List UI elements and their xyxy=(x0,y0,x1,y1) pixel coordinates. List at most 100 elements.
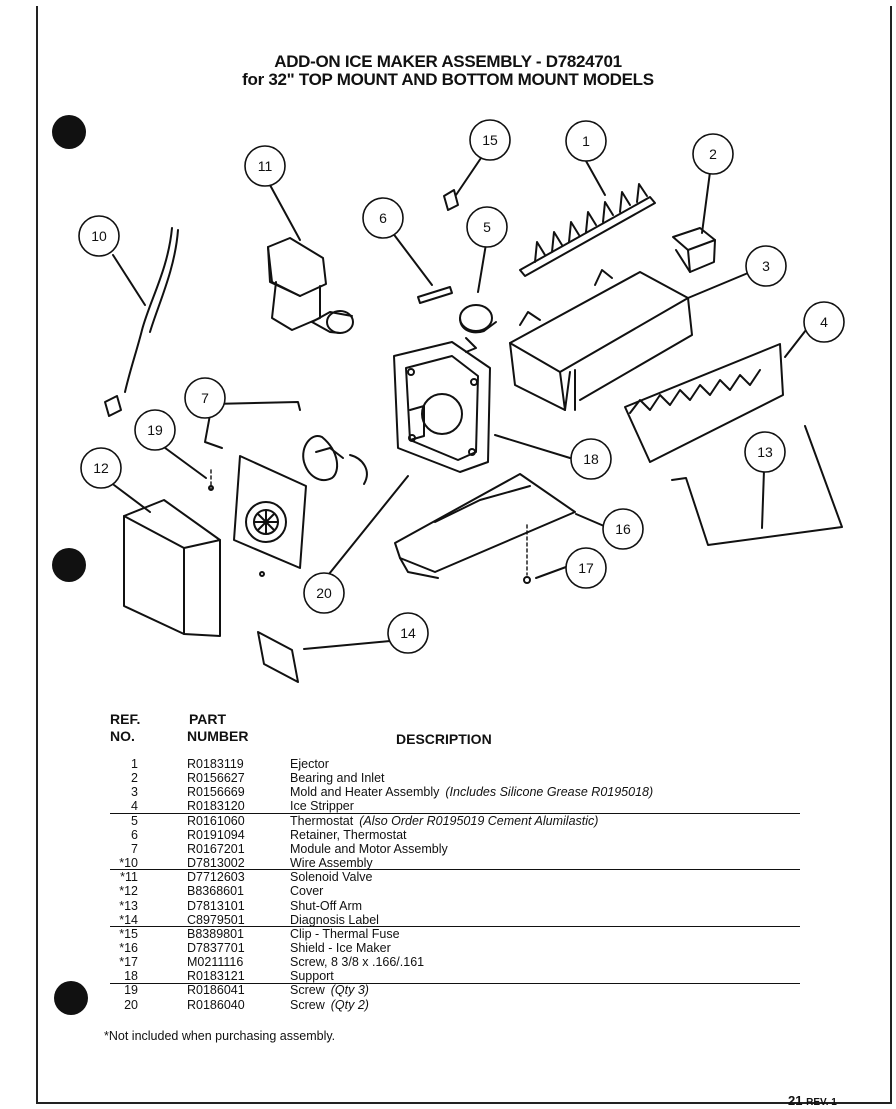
ref-number: 4 xyxy=(131,799,138,814)
page-revision: REV. 1 xyxy=(806,1097,837,1108)
part-number: D7813101 xyxy=(187,898,245,913)
ref-number: 1 xyxy=(131,757,138,771)
page-border xyxy=(36,6,892,1104)
callout-label: 11 xyxy=(258,158,273,174)
part-number: R0167201 xyxy=(187,841,245,856)
part-number: D7712603 xyxy=(187,870,245,885)
table-row: 6 R0191094 Retainer, Thermostat xyxy=(0,828,896,842)
description: Screw xyxy=(290,983,325,998)
table-row: *16 D7837701 Shield - Ice Maker xyxy=(0,941,896,955)
binder-hole xyxy=(52,115,86,149)
part-number: R0186040 xyxy=(187,997,245,1012)
callout-label: 12 xyxy=(93,460,109,476)
ref-number: *12 xyxy=(119,884,138,899)
table-row: 4 R0183120 Ice Stripper xyxy=(0,799,896,813)
ref-number: *14 xyxy=(119,912,138,927)
description: Shield - Ice Maker xyxy=(290,940,391,955)
callout-label: 20 xyxy=(316,585,332,601)
ref-number: 18 xyxy=(124,969,138,984)
ref-number: 5 xyxy=(131,813,138,828)
description: Bearing and Inlet xyxy=(290,771,385,786)
table-rule xyxy=(110,869,800,870)
description: Thermostat xyxy=(290,813,354,828)
description: Clip - Thermal Fuse xyxy=(290,926,400,941)
part-number: R0156627 xyxy=(187,771,245,786)
part-number: R0183121 xyxy=(187,969,245,984)
table-row: *13 D7813101 Shut-Off Arm xyxy=(0,899,896,913)
callout-label: 6 xyxy=(379,210,387,226)
description: Diagnosis Label xyxy=(290,912,379,927)
ref-number: *13 xyxy=(119,898,138,913)
part-number: D7837701 xyxy=(187,940,245,955)
description: Cover xyxy=(290,884,324,899)
description: Screw xyxy=(290,997,325,1012)
description: Support xyxy=(290,969,334,984)
ref-header-line2: NO. xyxy=(110,728,135,744)
table-rule xyxy=(110,983,800,984)
callout-label: 7 xyxy=(201,390,209,406)
callout-label: 3 xyxy=(762,258,770,274)
description: Screw, 8 3/8 x .166/.161 xyxy=(290,955,425,970)
ref-number: 19 xyxy=(124,983,138,998)
description-note: (Qty 2) xyxy=(330,997,369,1012)
page-number-value: 21 xyxy=(788,1093,803,1108)
binder-hole xyxy=(52,548,86,582)
callout-label: 18 xyxy=(583,451,599,467)
table-row: 3 R0156669 Mold and Heater Assembly (Includ… xyxy=(0,785,896,799)
callout-label: 4 xyxy=(820,314,828,330)
callout-label: 15 xyxy=(482,132,498,148)
ref-number: 3 xyxy=(131,785,138,800)
table-row: 20 R0186040 Screw (Qty 2) xyxy=(0,998,896,1012)
part-header-line2: NUMBER xyxy=(187,728,249,744)
ref-number: *10 xyxy=(119,856,138,871)
description: Retainer, Thermostat xyxy=(290,827,407,842)
callout-label: 19 xyxy=(147,422,163,438)
ref-number: 2 xyxy=(131,771,138,786)
description-cell: Mold and Heater Assembly (Includes Silico… xyxy=(290,785,653,799)
description: Shut-Off Arm xyxy=(290,898,363,913)
table-row: 18 R0183121 Support xyxy=(0,969,896,983)
table-rule xyxy=(110,926,800,927)
part-number: R0183120 xyxy=(187,799,245,814)
description-note: (Also Order R0195019 Cement Alumilastic) xyxy=(359,813,599,828)
description-cell: Screw (Qty 2) xyxy=(290,998,369,1012)
callout-label: 10 xyxy=(91,228,107,244)
exploded-parts-diagram: 1 2 3 4 5 6 7 10 11 12 13 14 15 16 17 18… xyxy=(78,119,845,683)
description: Mold and Heater Assembly xyxy=(290,785,440,800)
part-number: D7813002 xyxy=(187,856,245,871)
part-number: B8389801 xyxy=(187,926,245,941)
page-number: 21 REV. 1 xyxy=(788,1093,837,1108)
callout-label: 2 xyxy=(709,146,717,162)
part-header-line1: PART xyxy=(189,711,227,727)
page-subtitle: for 32" TOP MOUNT AND BOTTOM MOUNT MODEL… xyxy=(242,70,654,89)
ref-number: *16 xyxy=(119,940,138,955)
description: Solenoid Valve xyxy=(290,870,373,885)
description-cell: Thermostat (Also Order R0195019 Cement Al… xyxy=(290,814,598,828)
footnote: *Not included when purchasing assembly. xyxy=(104,1029,336,1043)
part-number: R0183119 xyxy=(187,757,244,771)
ref-number: *17 xyxy=(119,955,138,970)
ref-number: *11 xyxy=(120,870,138,885)
part-number: R0191094 xyxy=(187,827,245,842)
callout-label: 16 xyxy=(615,521,631,537)
description-note: (Includes Silicone Grease R0195018) xyxy=(445,785,654,800)
table-rule xyxy=(110,813,800,814)
description: Ice Stripper xyxy=(290,799,354,814)
ref-number: 20 xyxy=(124,997,138,1012)
table-row: *11 D7712603 Solenoid Valve xyxy=(0,870,896,884)
description: Ejector xyxy=(290,757,329,771)
table-row: 2 R0156627 Bearing and Inlet xyxy=(0,771,896,785)
ref-number: 6 xyxy=(131,827,138,842)
description: Module and Motor Assembly xyxy=(290,841,448,856)
callout-label: 14 xyxy=(400,625,416,641)
description-note: (Qty 3) xyxy=(330,983,369,998)
page-title: ADD-ON ICE MAKER ASSEMBLY - D7824701 xyxy=(274,52,622,71)
part-number: R0156669 xyxy=(187,785,245,800)
